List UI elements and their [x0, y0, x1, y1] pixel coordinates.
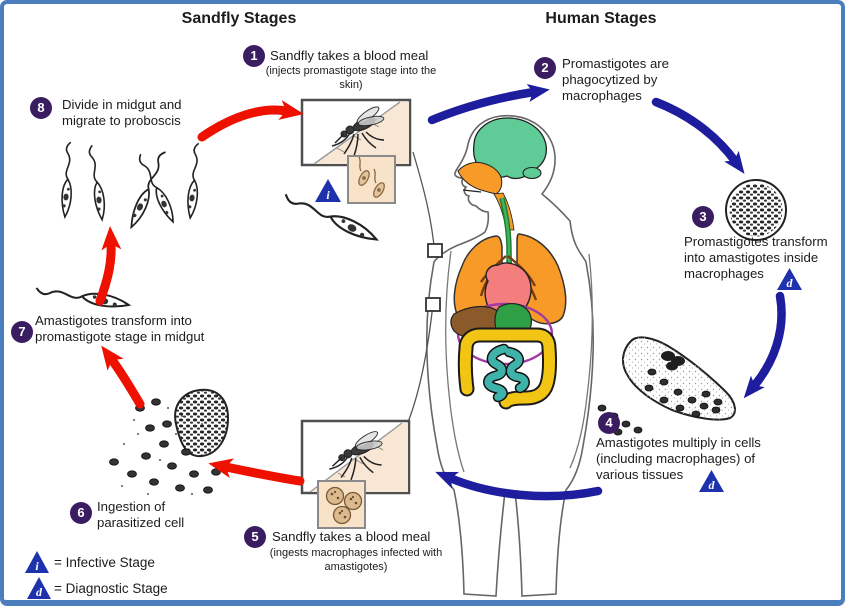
- stage-2-number: 2: [534, 57, 556, 79]
- stage-8-number: 8: [30, 97, 52, 119]
- macrophage-with-amastigotes-drawing: [725, 179, 787, 241]
- arrow-stage4-to-5: [435, 471, 603, 501]
- human-figure-drawing: [425, 114, 595, 597]
- triangle-letter: i: [35, 559, 39, 573]
- stage-8-label: Divide in midgut and migrate to probosci…: [62, 97, 182, 128]
- legend-infective-label: = Infective Stage: [54, 555, 155, 570]
- sandfly-blood-meal-box-top: [300, 98, 412, 204]
- sandfly-stages-title: Sandfly Stages: [181, 10, 297, 27]
- arrow-stage6-to-7: [101, 345, 145, 409]
- stage-7-number: 7: [11, 321, 33, 343]
- infective-stage-icon-stage1: i: [315, 179, 341, 202]
- sandfly-blood-meal-box-bottom: [300, 419, 411, 529]
- triangle-letter: d: [36, 585, 42, 599]
- red-cycle-arrows: [95, 100, 305, 486]
- stage-5-sublabel: (ingests macrophages infected with amast…: [269, 547, 443, 573]
- bite-site-tag-upper: [427, 243, 443, 258]
- stage-7-label: Amastigotes transform into promastigote …: [35, 313, 205, 344]
- legend-diagnostic-label: = Diagnostic Stage: [54, 581, 168, 596]
- human-stages-title: Human Stages: [545, 10, 657, 27]
- promastigotes-drawing-stage8: [58, 141, 206, 231]
- stage-5-number: 5: [244, 526, 266, 548]
- bite-site-tag-lower: [425, 297, 441, 312]
- stage-3-label: Promastigotes transform into amastigotes…: [684, 234, 828, 281]
- triangle-letter: d: [708, 478, 715, 492]
- diagnostic-stage-icon-stage3: d: [777, 268, 802, 290]
- stage-5-label: Sandfly takes a blood meal: [272, 529, 431, 544]
- stage-6-number: 6: [70, 502, 92, 524]
- arrow-stage3-to-4: [743, 291, 786, 399]
- legend-infective-icon: i: [25, 551, 49, 573]
- triangle-letter: i: [326, 188, 330, 202]
- arrow-stage7-to-8: [95, 226, 122, 306]
- arrow-stage5-to-6: [208, 458, 305, 486]
- triangle-letter: d: [786, 276, 793, 290]
- parasitized-cell-burst-drawing: [109, 388, 230, 495]
- arrow-stage1-to-2: [427, 84, 550, 125]
- stage-4-number: 4: [598, 412, 620, 434]
- promastigote-inset-box: [347, 155, 396, 204]
- legend-diagnostic-icon: d: [27, 577, 51, 599]
- bite-site-leader-lines: [405, 151, 443, 428]
- stage-1-label: Sandfly takes a blood meal: [270, 48, 429, 63]
- arrow-stage2-to-3: [651, 97, 745, 174]
- diagram-artwork: [34, 84, 787, 597]
- stage-4-label: Amastigotes multiply in cells (including…: [596, 435, 761, 482]
- stage-6-label: Ingestion of parasitized cell: [97, 499, 185, 530]
- blue-cycle-arrows: [427, 84, 786, 501]
- stage-1-number: 1: [243, 45, 265, 67]
- stage-3-number: 3: [692, 206, 714, 228]
- arrow-stage8-to-1: [197, 100, 304, 142]
- promastigote-drawing-stage7: [34, 279, 131, 313]
- stage-1-sublabel: (injects promastigote stage into the ski…: [265, 65, 437, 91]
- stage-2-label: Promastigotes are phagocytized by macrop…: [562, 56, 670, 103]
- diagnostic-stage-icon-stage4: d: [699, 470, 724, 492]
